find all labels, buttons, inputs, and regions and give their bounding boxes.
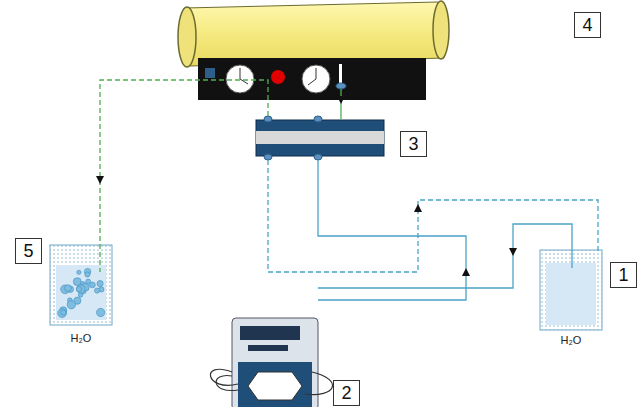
callout-box: 3	[400, 131, 427, 157]
callout-number: 3	[408, 135, 418, 153]
callout-box: 4	[574, 12, 601, 38]
liquid-label: H₂O	[561, 334, 582, 346]
callout-number: 2	[341, 384, 351, 402]
callout-number: 4	[582, 16, 592, 34]
water-beaker	[540, 250, 602, 330]
callout-box: 1	[610, 262, 637, 288]
tubing	[100, 80, 598, 300]
callout-box: 2	[333, 380, 360, 406]
bubble-beaker	[50, 245, 112, 325]
callout-number: 1	[618, 266, 628, 284]
membrane-module	[256, 116, 384, 160]
liquid-label: H₂O	[71, 332, 92, 344]
gas-cylinder	[178, 1, 449, 100]
flow-arrows	[96, 96, 517, 276]
callout-box: 5	[15, 238, 42, 264]
callout-number: 5	[23, 242, 33, 260]
peristaltic-pump	[210, 318, 332, 407]
